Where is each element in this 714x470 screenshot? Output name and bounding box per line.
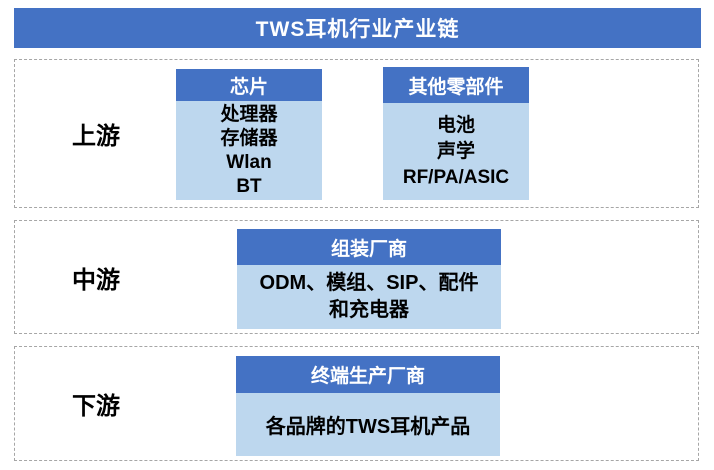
section-label-downstream: 下游 xyxy=(72,393,120,420)
chip-box-line: Wlan xyxy=(226,151,272,173)
assembly-vendor-box-line: 和充电器 xyxy=(329,299,409,321)
chip-box: 芯片 处理器 存储器 Wlan BT xyxy=(176,69,322,200)
section-upstream: 上游 芯片 处理器 存储器 Wlan BT 其他零部件 电池 声学 RF/PA/… xyxy=(14,59,699,208)
section-label-upstream: 上游 xyxy=(72,123,120,150)
terminal-manufacturer-box: 终端生产厂商 各品牌的TWS耳机产品 xyxy=(236,356,500,456)
other-components-box-line: 电池 xyxy=(436,114,475,136)
other-components-box-line: RF/PA/ASIC xyxy=(402,166,510,188)
other-components-box-line: 声学 xyxy=(436,140,475,162)
other-components-box-header: 其他零部件 xyxy=(383,67,529,103)
assembly-vendor-box-line: ODM、模组、SIP、配件 xyxy=(259,272,479,294)
chip-box-body: 处理器 存储器 Wlan BT xyxy=(176,101,322,200)
assembly-vendor-box-header: 组装厂商 xyxy=(237,229,501,265)
chip-box-header: 芯片 xyxy=(176,69,322,101)
other-components-box: 其他零部件 电池 声学 RF/PA/ASIC xyxy=(383,67,529,200)
terminal-manufacturer-box-header: 终端生产厂商 xyxy=(236,356,500,393)
section-downstream: 下游 终端生产厂商 各品牌的TWS耳机产品 xyxy=(14,346,699,461)
terminal-manufacturer-box-body: 各品牌的TWS耳机产品 xyxy=(236,393,500,456)
diagram-title: TWS耳机行业产业链 xyxy=(14,8,701,48)
section-midstream: 中游 组装厂商 ODM、模组、SIP、配件 和充电器 xyxy=(14,220,699,334)
assembly-vendor-box-body: ODM、模组、SIP、配件 和充电器 xyxy=(237,265,501,329)
other-components-box-body: 电池 声学 RF/PA/ASIC xyxy=(383,103,529,200)
chip-box-line: 存储器 xyxy=(220,127,278,149)
terminal-manufacturer-box-line: 各品牌的TWS耳机产品 xyxy=(265,416,471,438)
assembly-vendor-box: 组装厂商 ODM、模组、SIP、配件 和充电器 xyxy=(237,229,501,329)
chip-box-line: 处理器 xyxy=(220,103,278,125)
section-label-midstream: 中游 xyxy=(72,266,120,294)
chip-box-line: BT xyxy=(236,175,262,197)
